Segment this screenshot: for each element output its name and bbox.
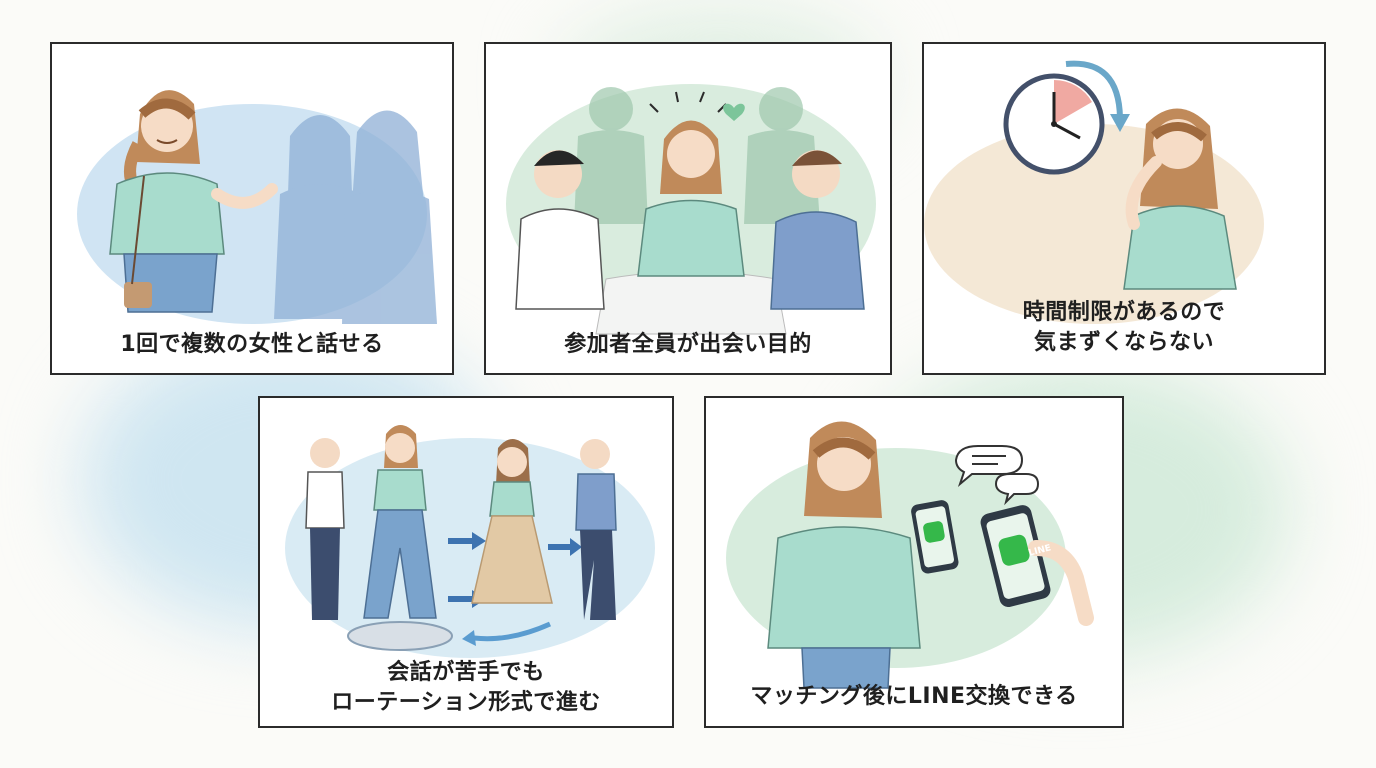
caption-line: 会話が苦手でも <box>387 660 545 685</box>
illustration-rotation-walk <box>285 425 655 658</box>
caption-line: 1回で複数の女性と話せる <box>120 332 384 357</box>
panel-line-exchange: LINE マッチング後にLINE交換できる <box>704 396 1124 728</box>
panel-rotation: 会話が苦手でも ローテーション形式で進む <box>258 396 674 728</box>
illustration-clock-woman <box>924 60 1264 324</box>
illustration-group-table <box>506 84 876 335</box>
panel-multiple-women: 1回で複数の女性と話せる <box>50 42 454 375</box>
illustration-phone-exchange <box>726 421 1094 689</box>
caption-line: 参加者全員が出会い目的 <box>564 332 812 357</box>
caption-panel-4: 会話が苦手でも ローテーション形式で進む <box>260 658 672 718</box>
caption-panel-5: マッチング後にLINE交換できる <box>706 682 1122 712</box>
caption-line: ローテーション形式で進む <box>331 690 601 715</box>
illustration-woman-talking-group <box>77 90 437 324</box>
caption-line: マッチング後にLINE交換できる <box>750 684 1078 709</box>
caption-line: 時間制限があるので <box>1022 300 1226 325</box>
panel-everyone-seeking: 参加者全員が出会い目的 <box>484 42 892 375</box>
panel-time-limit: 時間制限があるので 気まずくならない <box>922 42 1326 375</box>
caption-panel-2: 参加者全員が出会い目的 <box>486 330 890 360</box>
clock-icon <box>1003 73 1105 175</box>
caption-line: 気まずくならない <box>1033 330 1214 355</box>
caption-panel-3: 時間制限があるので 気まずくならない <box>924 298 1324 358</box>
caption-panel-1: 1回で複数の女性と話せる <box>52 330 452 360</box>
